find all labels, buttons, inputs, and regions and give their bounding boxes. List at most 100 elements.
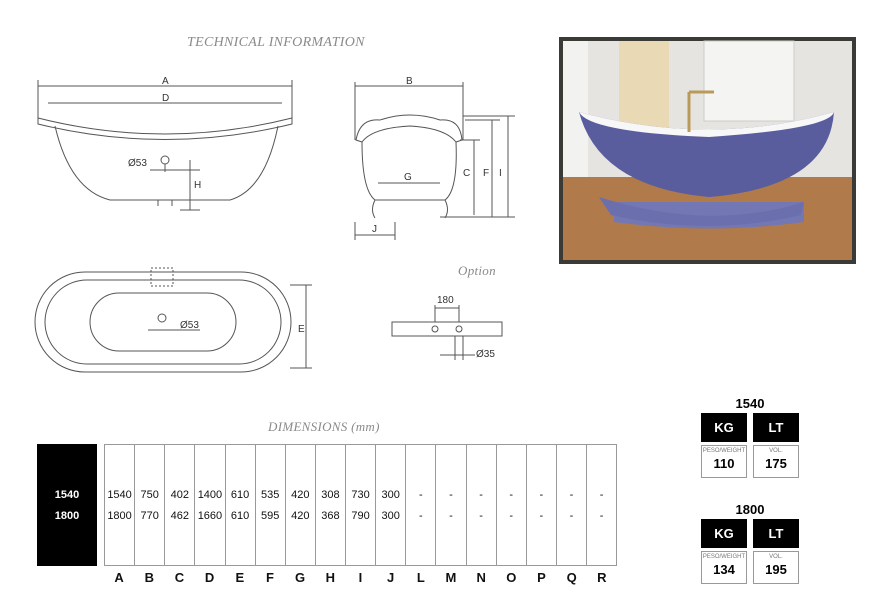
kg-header: KG [701, 519, 747, 548]
dimension-value: - [509, 488, 514, 501]
label-d53-top: Ø53 [180, 320, 199, 331]
dimension-letter: I [358, 570, 363, 585]
dimension-value: 790 [351, 509, 370, 522]
volume-value: 175 [765, 456, 787, 471]
label-d35: Ø35 [476, 349, 495, 360]
dimension-value: 750 [140, 488, 159, 501]
dimension-value: - [418, 488, 423, 501]
label-b: B [406, 76, 413, 87]
dimension-value: 300 [381, 509, 400, 522]
side-view-drawing: A D Ø53 H [37, 76, 293, 211]
label-h: H [194, 180, 201, 191]
label-d: D [162, 93, 169, 104]
weight-size: 1540 [735, 396, 765, 411]
dimension-column-o: -- [497, 445, 527, 565]
size-label: 1540 [54, 488, 80, 501]
dimensions-title: DIMENSIONS (mm) [268, 419, 380, 434]
dimension-value: 770 [140, 509, 159, 522]
weight-size: 1800 [735, 502, 765, 517]
dimension-value: 610 [230, 488, 250, 501]
dimension-value: - [418, 509, 423, 522]
weight-caption: PESO/WEIGHT [702, 448, 746, 454]
dimension-value: - [479, 488, 483, 501]
label-a: A [162, 76, 169, 87]
technical-drawings: A D Ø53 H B G J C F I [34, 76, 515, 373]
dimension-value: 1800 [107, 509, 132, 522]
dimension-letter: G [295, 570, 306, 585]
dimension-value: - [599, 509, 604, 522]
dimension-letter: E [235, 570, 245, 585]
dimension-column-l: -- [406, 445, 437, 565]
dimension-value: - [509, 509, 514, 522]
label-j: J [372, 224, 377, 235]
label-g: G [404, 172, 412, 183]
label-c: C [463, 168, 470, 179]
dimension-value: 1540 [107, 488, 132, 501]
dimension-column-g: 420 420 [286, 445, 316, 565]
dimension-letter: F [265, 570, 274, 585]
dimension-letter: P [537, 570, 546, 585]
dimension-value: 300 [381, 488, 400, 501]
lt-header: LT [753, 413, 799, 442]
dimension-column-n: -- [467, 445, 497, 565]
dimension-value: 595 [261, 509, 280, 522]
dimension-value: 462 [170, 509, 189, 522]
dimension-column-f: 535 595 [256, 445, 286, 565]
label-f: F [483, 168, 489, 179]
size-column: 1540 1800 [37, 444, 97, 566]
dimension-letter: C [174, 570, 185, 585]
end-view-drawing: B G J C F I [354, 76, 515, 240]
dimension-letter: A [114, 570, 124, 585]
option-drawing: 180 Ø35 [391, 295, 503, 360]
dimension-value: 420 [291, 509, 310, 522]
dimension-column-b: 750 770 [135, 445, 166, 565]
dimension-value: - [479, 509, 483, 522]
volume-caption: VOL. [769, 554, 783, 560]
dimension-letter: B [144, 570, 154, 585]
dimension-value: - [449, 488, 453, 501]
dimension-letter: O [506, 570, 517, 585]
dimension-letter: L [416, 570, 425, 585]
dimension-letter: D [204, 570, 215, 585]
dimension-letter: H [325, 570, 335, 585]
dimension-column-j: 300 300 [376, 445, 407, 565]
label-180: 180 [437, 295, 454, 306]
dimension-value: - [449, 509, 453, 522]
dimension-column-i: 730 790 [346, 445, 377, 565]
dimension-column-q: -- [557, 445, 587, 565]
top-view-drawing: Ø53 E [34, 267, 312, 373]
dimension-value: 368 [321, 509, 340, 522]
label-d53: Ø53 [128, 158, 147, 169]
dimension-letter: J [387, 570, 395, 585]
dimension-value: 308 [321, 488, 340, 501]
volume-caption: VOL. [769, 448, 783, 454]
dimension-value: - [569, 509, 574, 522]
dimension-value: - [569, 488, 574, 501]
bathtub-photo [559, 37, 856, 264]
dimension-letter: R [597, 570, 607, 585]
dimension-value: 730 [351, 488, 370, 501]
dimension-letter: M [445, 570, 457, 585]
dimension-letter: N [476, 570, 486, 585]
dimension-column-a: 1540 1800 [105, 445, 136, 565]
dimension-value: 535 [261, 488, 280, 501]
volume-value: 195 [765, 562, 787, 577]
dimension-value: - [539, 509, 544, 522]
lt-header: LT [753, 519, 799, 548]
dimension-value: 420 [291, 488, 310, 501]
option-title: Option [458, 263, 496, 278]
dimension-value: 1400 [197, 488, 223, 501]
dimension-column-m: -- [436, 445, 467, 565]
dimension-letter: Q [566, 570, 577, 585]
weight-caption: PESO/WEIGHT [702, 554, 746, 560]
technical-information-title: TECHNICAL INFORMATION [187, 35, 365, 50]
size-label: 1800 [54, 509, 80, 522]
dimension-value: 610 [230, 509, 250, 522]
